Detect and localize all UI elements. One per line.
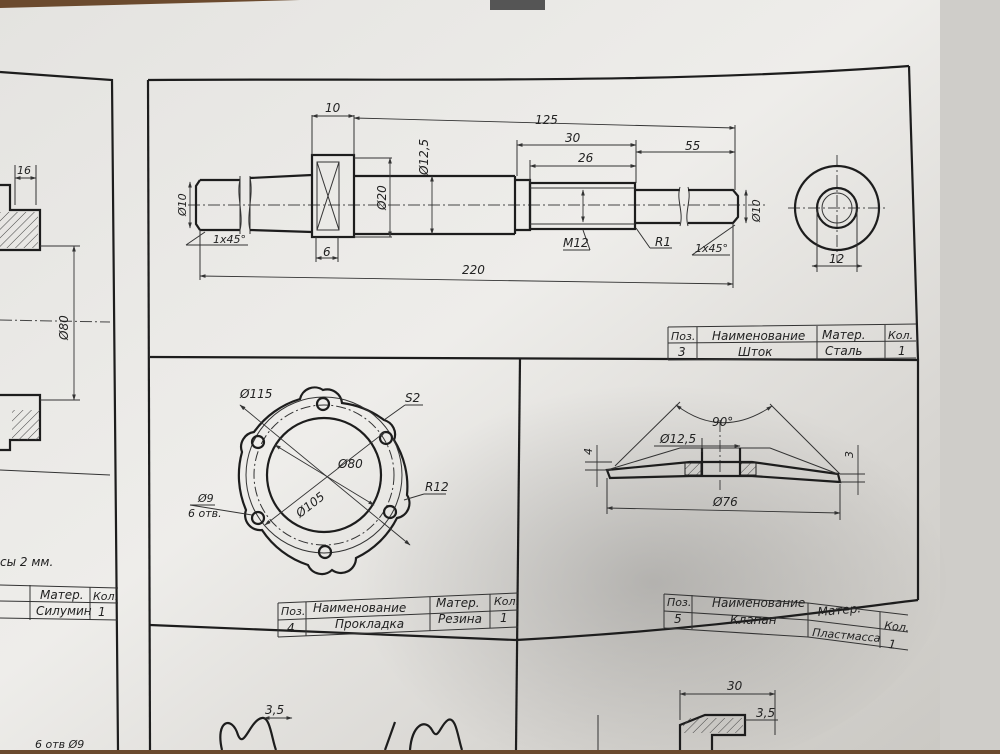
gasket-table-h-mat: Матер.	[436, 596, 480, 610]
shaft-thread: M12	[563, 236, 589, 250]
valve-table-h-name: Наименование	[712, 596, 805, 610]
left-table-header-qty: Кол.	[93, 590, 118, 603]
bottom-part-thick: 3,5	[756, 706, 775, 720]
gasket-table-qty: 1	[500, 611, 508, 625]
valve-table-name: Клапан	[730, 613, 777, 627]
valve-table-h-qty: Кол.	[884, 619, 910, 635]
gasket-table-name: Прокладка	[335, 617, 404, 631]
gasket-dim-s2: S2	[405, 391, 420, 405]
left-note: сы 2 мм.	[0, 555, 53, 569]
clip	[490, 0, 545, 10]
shaft-table-h-qty: Кол.	[888, 329, 913, 342]
gasket-radius: R12	[425, 480, 449, 494]
shaft-dim-55: 55	[685, 139, 700, 153]
gasket-drawing: Ø115 S2 Ø80 Ø105 Ø9 6 отв. R12 Поз. Наим…	[188, 386, 519, 638]
gasket-dim-outer: Ø115	[239, 387, 272, 401]
left-panel: 16 Ø80 сы 2 мм. Матер. Кол. Силумин 1 6 …	[0, 70, 120, 751]
left-title-block: Матер. Кол. Силумин 1	[0, 584, 118, 621]
gasket-holes-dia: Ø9	[197, 492, 214, 505]
left-bottom-note: 6 отв Ø9	[35, 738, 84, 750]
left-table-header-mat: Матер.	[40, 588, 84, 602]
shaft-chamfer-left: 1x45°	[213, 233, 246, 246]
valve-dim-h-right: 3	[843, 451, 856, 458]
main-frame	[146, 64, 920, 751]
valve-table-mat: Пластмасса	[812, 626, 882, 645]
left-table-cell-qty: 1	[98, 605, 106, 619]
shaft-table-h-name: Наименование	[712, 329, 805, 343]
valve-dim-outer: Ø76	[712, 495, 738, 509]
left-table-cell-mat: Силумин	[36, 604, 92, 618]
shaft-dim-6: 6	[323, 245, 331, 259]
paper-edge-right	[940, 0, 1000, 750]
shaft-dim-220: 220	[462, 263, 485, 277]
shaft-table-qty: 1	[898, 344, 906, 358]
shaft-dim-125: 125	[535, 113, 558, 127]
valve-table-h-mat: Матер.	[817, 601, 862, 619]
shaft-table-name: Шток	[738, 345, 773, 359]
valve-dim-inner: Ø12,5	[659, 432, 696, 446]
valve-table-h-pos: Поз.	[667, 596, 691, 609]
shaft-dim-left-dia: Ø10	[176, 193, 189, 217]
shaft-radius: R1	[655, 235, 671, 249]
bottom-spring-pitch: 3,5	[265, 703, 284, 717]
gasket-table-mat: Резина	[438, 612, 482, 626]
shaft-dim-30: 30	[565, 131, 581, 145]
shaft-dim-right-dia: Ø10	[750, 199, 763, 223]
shaft-end-dim: 12	[829, 252, 844, 266]
bottom-fragments: 3,5 30 3,5	[219, 679, 778, 751]
shaft-dim-26: 26	[578, 151, 594, 165]
gasket-title-block: Поз. Наименование Матер. Кол. 4 Прокладк…	[277, 592, 519, 638]
shaft-end-view: 12	[788, 155, 885, 272]
bottom-part-len: 30	[727, 679, 743, 693]
left-dim-width: 16	[17, 164, 31, 177]
valve-drawing: 90° Ø12,5 4 3 Ø76 Поз. Наименование Мате…	[582, 401, 910, 652]
left-dim-dia: Ø80	[57, 315, 71, 341]
shaft-table-h-mat: Матер.	[822, 328, 866, 342]
shaft-chamfer-right: 1x45°	[695, 242, 728, 255]
gasket-table-h-qty: Кол.	[494, 595, 519, 608]
valve-table-qty: 1	[888, 637, 897, 652]
gasket-table-h-pos: Поз.	[281, 605, 305, 618]
valve-dim-h-left: 4	[582, 448, 595, 455]
shaft-dim-flange-len: 10	[325, 101, 341, 115]
shaft-table-mat: Сталь	[825, 344, 862, 358]
shaft-table-pos: 3	[678, 345, 686, 359]
valve-table-pos: 5	[674, 612, 682, 626]
shadow	[290, 340, 950, 754]
shaft-title-block: Поз. Наименование Матер. Кол. 3 Шток Ста…	[667, 323, 917, 361]
valve-title-block: Поз. Наименование Матер. Кол. 5 Клапан П…	[663, 593, 910, 652]
shaft-dim-dia-12-5: Ø12,5	[417, 139, 431, 176]
gasket-table-h-name: Наименование	[313, 601, 406, 615]
shaft-table-h-pos: Поз.	[671, 330, 695, 343]
gasket-holes-count: 6 отв.	[188, 507, 222, 520]
shaft-dim-dia-20: Ø20	[375, 185, 389, 211]
valve-dim-angle: 90°	[712, 415, 733, 429]
gasket-table-pos: 4	[287, 621, 295, 635]
shaft-drawing: 10 125 30 26 55 Ø10 1x45° Ø12,5 Ø20 6 22…	[176, 101, 917, 361]
